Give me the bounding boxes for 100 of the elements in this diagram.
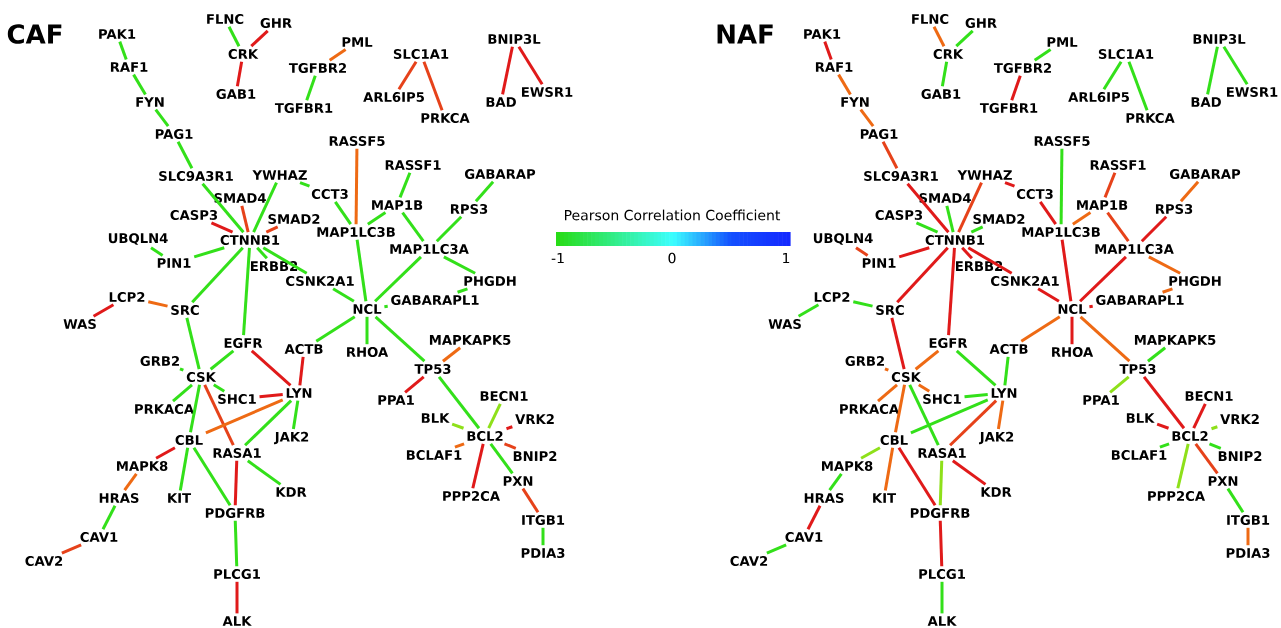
gene-label: BNIP3L <box>488 34 541 44</box>
network-edge <box>806 505 822 530</box>
gene-label: NCL <box>1058 304 1087 314</box>
network-edge <box>938 460 944 506</box>
gene-label: MAPKAPK5 <box>1134 335 1216 345</box>
gene-label: TGFBR2 <box>993 63 1051 73</box>
gene-label: BCL2 <box>1172 431 1208 441</box>
network-edge <box>123 472 138 492</box>
network-edge <box>506 425 513 431</box>
gene-label: BECN1 <box>1185 391 1233 401</box>
gene-label: PDIA3 <box>521 548 565 558</box>
gene-label: GABARAPL1 <box>391 295 479 305</box>
gene-label: RASSF1 <box>385 160 441 170</box>
network-edge <box>328 48 347 62</box>
gene-label: CBL <box>175 435 203 445</box>
network-edge <box>898 246 930 259</box>
gene-label: VRK2 <box>1220 414 1259 424</box>
tick-label: -1 <box>551 252 564 264</box>
gene-label: GHR <box>965 18 997 28</box>
network-edge <box>1079 255 1127 303</box>
network-edge <box>176 141 194 169</box>
network-edge <box>1211 425 1218 431</box>
gene-label: ALK <box>222 616 252 626</box>
gene-label: UBQLN4 <box>108 233 168 245</box>
network-edge <box>471 443 485 489</box>
network-edge <box>1010 75 1022 101</box>
gene-label: PML <box>1047 37 1078 47</box>
network-edge <box>192 447 232 507</box>
network-edge <box>1037 287 1060 303</box>
gene-label: TGFBR2 <box>288 63 346 73</box>
network-edge <box>235 61 244 87</box>
gene-label: KIT <box>873 493 896 503</box>
gene-label: UBQLN4 <box>813 233 873 245</box>
gene-label: PPA1 <box>378 395 414 405</box>
gene-label: CAV1 <box>80 532 118 542</box>
network-edge <box>517 46 544 85</box>
network-edge <box>1159 442 1170 449</box>
network-edge <box>422 61 444 111</box>
network-edge <box>964 393 988 399</box>
network-edge <box>797 303 820 318</box>
gene-label: TGFBR1 <box>979 103 1038 113</box>
gene-label: CCT3 <box>1016 189 1053 199</box>
network-edge <box>235 581 239 614</box>
gene-label: CSK <box>186 372 217 382</box>
network-edge <box>1148 255 1181 275</box>
network-edge <box>883 447 895 491</box>
network-edge <box>951 459 987 486</box>
gene-label: CRK <box>228 49 259 59</box>
gene-label: BLK <box>1126 413 1155 423</box>
panel-title: CAF <box>7 24 62 44</box>
gene-label: PAG1 <box>155 129 193 139</box>
gene-label: SRC <box>171 305 199 315</box>
gene-label: BLK <box>421 413 450 423</box>
gene-label: EGFR <box>224 338 263 348</box>
network-edge <box>252 182 278 233</box>
network-edge <box>890 317 906 370</box>
gene-label: LYN <box>991 388 1017 398</box>
gene-label: BNIP2 <box>1218 451 1262 461</box>
network-edge <box>897 447 937 507</box>
gene-label: SLC9A3R1 <box>864 171 938 181</box>
network-edge <box>457 287 468 294</box>
network-edge <box>185 317 201 370</box>
gene-label: EWSR1 <box>1227 87 1278 97</box>
gene-label: LCP2 <box>814 292 850 302</box>
gene-label: PRKACA <box>135 404 195 414</box>
gene-label: CSK <box>891 372 922 382</box>
network-edge <box>398 172 412 198</box>
gene-label: WAS <box>63 319 96 329</box>
network-edge <box>1060 239 1073 302</box>
network-edge <box>179 367 184 372</box>
gene-label: RHOA <box>1052 347 1094 357</box>
gene-label: PHGDH <box>1169 276 1221 286</box>
gene-label: RPS3 <box>450 204 488 214</box>
network-edge <box>451 422 465 430</box>
network-edge <box>397 61 418 90</box>
gene-label: PXN <box>503 476 533 486</box>
gene-label: RHOA <box>347 347 389 357</box>
network-edge <box>1103 172 1117 198</box>
gene-label: BAD <box>486 97 516 107</box>
network-edge <box>915 221 939 234</box>
network-edge <box>155 446 176 460</box>
gene-label: SMAD2 <box>973 214 1025 224</box>
network-edge <box>996 400 1005 430</box>
network-edge <box>150 246 164 257</box>
network-edge <box>521 487 540 513</box>
gene-label: BAD <box>1191 97 1221 107</box>
network-edge <box>401 211 425 243</box>
network-edge <box>454 442 465 449</box>
gene-label: JAK2 <box>274 431 309 445</box>
tick-label: 0 <box>668 252 676 264</box>
gene-label: GAB1 <box>216 89 256 99</box>
gene-label: PHGDH <box>464 276 516 286</box>
gene-label: CASP3 <box>875 210 923 220</box>
network-edge <box>474 180 495 203</box>
network-edge <box>1246 527 1250 546</box>
network-edge <box>938 520 944 567</box>
network-edge <box>957 182 983 233</box>
gene-label: MAP1LC3A <box>1095 244 1174 254</box>
network-edge <box>1033 48 1052 62</box>
gene-label: ALK <box>927 616 957 626</box>
